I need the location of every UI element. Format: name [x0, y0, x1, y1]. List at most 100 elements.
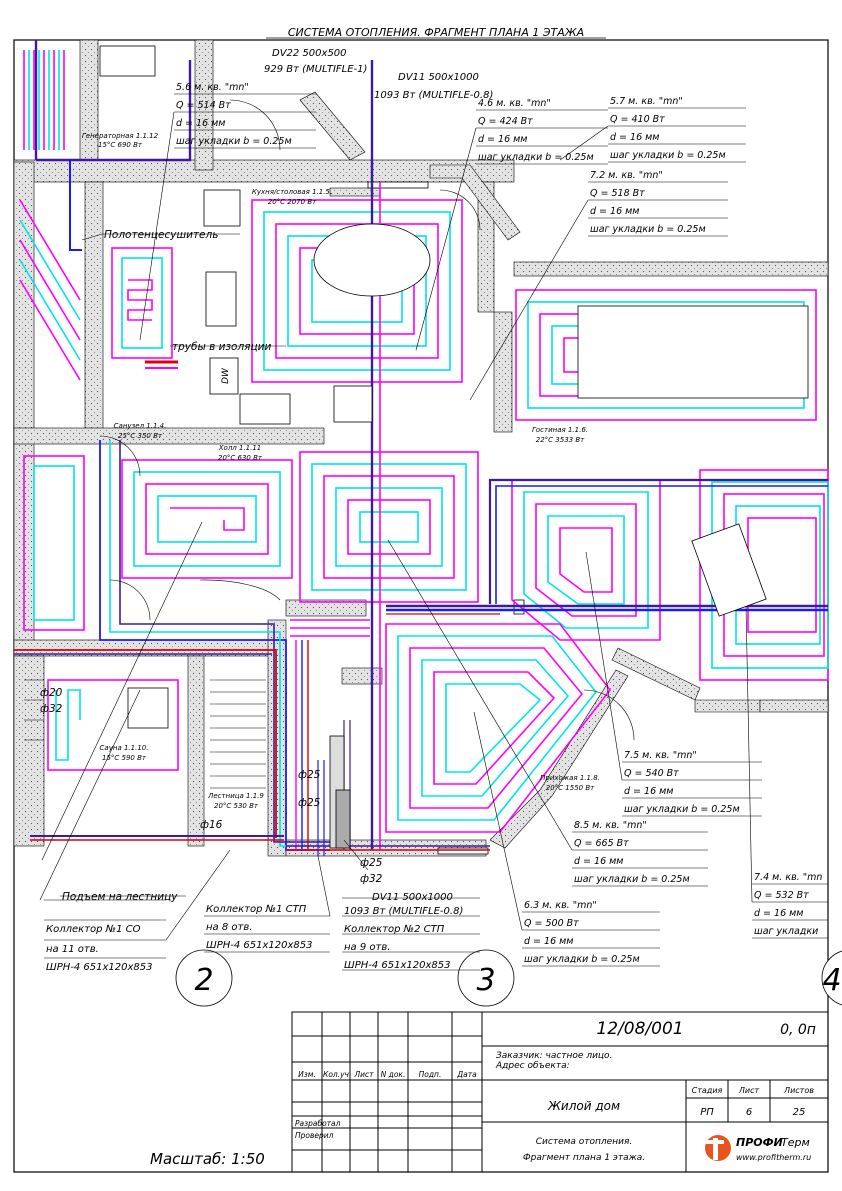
svg-text:ф25: ф25 [298, 769, 321, 781]
svg-text:Полотенцесушитель: Полотенцесушитель [104, 229, 218, 241]
svg-text:Q = 424 Вт: Q = 424 Вт [478, 116, 533, 127]
svg-text:Лестница 1.1.9: Лестница 1.1.9 [207, 792, 264, 800]
svg-text:15°C 690 Вт: 15°C 690 Вт [98, 141, 143, 149]
svg-text:ф20: ф20 [40, 687, 63, 699]
svg-text:Листов: Листов [783, 1086, 814, 1095]
svg-text:d = 16 мм: d = 16 мм [754, 908, 803, 919]
svg-text:www.profitherm.ru: www.profitherm.ru [736, 1153, 811, 1162]
svg-text:Подъем на лестницу: Подъем на лестницу [62, 891, 178, 903]
svg-text:DV22 500x500: DV22 500x500 [272, 48, 347, 59]
svg-text:25°C 350 Вт: 25°C 350 Вт [118, 432, 163, 440]
svg-text:шаг укладки b = 0.25м: шаг укладки b = 0.25м [624, 804, 740, 815]
svg-text:15°C 590 Вт: 15°C 590 Вт [102, 754, 147, 762]
svg-text:ШРН-4 651x120x853: ШРН-4 651x120x853 [46, 962, 153, 973]
svg-text:Терм: Терм [781, 1136, 810, 1149]
collector-cabinets [329, 735, 351, 849]
svg-text:трубы в изоляции: трубы в изоляции [172, 341, 271, 353]
svg-text:ф32: ф32 [40, 703, 63, 715]
svg-text:Q = 518 Вт: Q = 518 Вт [590, 188, 645, 199]
svg-text:шаг укладки b = 0.25м: шаг укладки b = 0.25м [590, 224, 706, 235]
axis-markers: 2 3 4 [175, 949, 842, 1007]
svg-text:2: 2 [194, 963, 213, 998]
svg-text:DV11 500x1000: DV11 500x1000 [398, 72, 479, 83]
dishwasher-label: DW [221, 367, 231, 384]
svg-text:Заказчик: частное лицо.: Заказчик: частное лицо. [496, 1051, 612, 1061]
svg-text:Сауна 1.1.10.: Сауна 1.1.10. [100, 744, 149, 752]
svg-text:Подп.: Подп. [419, 1070, 442, 1079]
svg-text:Q = 532 Вт: Q = 532 Вт [754, 890, 809, 901]
staircase [24, 679, 266, 789]
svg-text:d = 16 мм: d = 16 мм [524, 936, 573, 947]
radiator-callouts: DV22 500x500 929 Вт (MULTIFLE-1) DV11 50… [264, 48, 493, 917]
svg-text:Q = 500 Вт: Q = 500 Вт [524, 918, 579, 929]
svg-text:5.6 м. кв. "mn": 5.6 м. кв. "mn" [176, 82, 249, 93]
svg-text:на 9 отв.: на 9 отв. [344, 942, 390, 953]
profitherm-logo: ПРОФИ Терм www.profitherm.ru [705, 1135, 811, 1162]
svg-text:25: 25 [793, 1107, 806, 1118]
svg-text:8.5 м. кв. "mn": 8.5 м. кв. "mn" [574, 820, 647, 831]
svg-text:Коллектор №2 СТП: Коллектор №2 СТП [344, 924, 445, 935]
svg-text:12/08/001: 12/08/001 [596, 1019, 683, 1039]
svg-text:Лист: Лист [353, 1070, 374, 1079]
svg-text:на 8 отв.: на 8 отв. [206, 922, 252, 933]
misc-labels: Полотенцесушитель трубы в изоляции Подъе… [40, 229, 383, 903]
svg-text:ф32: ф32 [360, 873, 383, 885]
svg-text:929 Вт (MULTIFLE-1): 929 Вт (MULTIFLE-1) [264, 64, 367, 75]
svg-text:Дата: Дата [456, 1070, 477, 1079]
svg-text:d = 16 мм: d = 16 мм [624, 786, 673, 797]
svg-text:4.6 м. кв. "mn": 4.6 м. кв. "mn" [478, 98, 551, 109]
svg-text:d = 16 мм: d = 16 мм [610, 132, 659, 143]
room-labels: Генераторная 1.1.12 15°C 690 Вт Кухня/ст… [82, 132, 600, 810]
svg-text:Кол.уч: Кол.уч [323, 1070, 350, 1079]
svg-text:Прихожая 1.1.8.: Прихожая 1.1.8. [540, 774, 600, 782]
axis-bubble-4 [821, 950, 842, 1006]
svg-text:на 11 отв.: на 11 отв. [46, 944, 99, 955]
door-swings [99, 99, 635, 741]
svg-text:N док.: N док. [381, 1070, 406, 1079]
svg-text:Q = 665 Вт: Q = 665 Вт [574, 838, 629, 849]
svg-text:шаг укладки b = 0.25м: шаг укладки b = 0.25м [524, 954, 640, 965]
svg-text:Адрес объекта:: Адрес объекта: [495, 1061, 570, 1071]
svg-text:ф25: ф25 [360, 857, 383, 869]
svg-text:шаг укладки b = 0.25м: шаг укладки b = 0.25м [176, 136, 292, 147]
svg-text:20°C 1550 Вт: 20°C 1550 Вт [546, 784, 595, 792]
svg-text:Жилой дом: Жилой дом [547, 1099, 620, 1113]
svg-text:20°C 2070 Вт: 20°C 2070 Вт [268, 198, 317, 206]
svg-text:Гостиная 1.1.6.: Гостиная 1.1.6. [532, 426, 588, 434]
svg-text:ШРН-4 651x120x853: ШРН-4 651x120x853 [206, 940, 313, 951]
svg-text:шаг укладки b = 0.25м: шаг укладки b = 0.25м [574, 874, 690, 885]
svg-text:Изм.: Изм. [298, 1070, 316, 1079]
svg-text:Коллектор №1 СО: Коллектор №1 СО [46, 924, 141, 935]
svg-text:Коллектор №1 СТП: Коллектор №1 СТП [206, 904, 307, 915]
svg-text:6.3 м. кв. "mn": 6.3 м. кв. "mn" [524, 900, 597, 911]
svg-text:20°C 630 Вт: 20°C 630 Вт [218, 454, 263, 462]
svg-text:ПРОФИ: ПРОФИ [736, 1136, 783, 1149]
svg-text:Q = 410 Вт: Q = 410 Вт [610, 114, 665, 125]
drawing-title: СИСТЕМА ОТОПЛЕНИЯ. ФРАГМЕНТ ПЛАНА 1 ЭТАЖ… [288, 26, 584, 39]
svg-text:Стадия: Стадия [692, 1086, 723, 1095]
loop-callouts: 5.6 м. кв. "mn" Q = 514 Вт d = 16 мм шаг… [176, 82, 822, 965]
svg-text:22°C 3533 Вт: 22°C 3533 Вт [536, 436, 585, 444]
svg-text:Система отопления.: Система отопления. [536, 1137, 632, 1147]
svg-text:4: 4 [822, 963, 841, 998]
svg-text:d = 16 мм: d = 16 мм [590, 206, 639, 217]
svg-text:шаг укладки b = 0.25м: шаг укладки b = 0.25м [610, 150, 726, 161]
svg-text:7.5 м. кв. "mn": 7.5 м. кв. "mn" [624, 750, 697, 761]
svg-text:ф25: ф25 [298, 797, 321, 809]
svg-text:шаг укладки: шаг укладки [754, 926, 818, 937]
svg-text:6: 6 [746, 1107, 752, 1118]
svg-text:Генераторная 1.1.12: Генераторная 1.1.12 [82, 132, 159, 140]
title-block-text: 12/08/001 0, 0п Заказчик: частное лицо. … [150, 1019, 816, 1168]
svg-text:ф16: ф16 [200, 819, 223, 831]
axis-bubble-2 [175, 949, 233, 1007]
collector-labels: Коллектор №1 СО на 11 отв. ШРН-4 651x120… [46, 904, 451, 973]
svg-text:Холл 1.1.11: Холл 1.1.11 [218, 444, 262, 452]
svg-text:7.4 м. кв. "mn: 7.4 м. кв. "mn [754, 872, 822, 883]
axis-bubble-3 [457, 949, 515, 1007]
svg-text:Лист: Лист [738, 1086, 760, 1095]
svg-text:d = 16 мм: d = 16 мм [478, 134, 527, 145]
svg-text:РП: РП [700, 1107, 714, 1118]
furniture [99, 45, 809, 729]
svg-text:7.2 м. кв. "mn": 7.2 м. кв. "mn" [590, 170, 663, 181]
